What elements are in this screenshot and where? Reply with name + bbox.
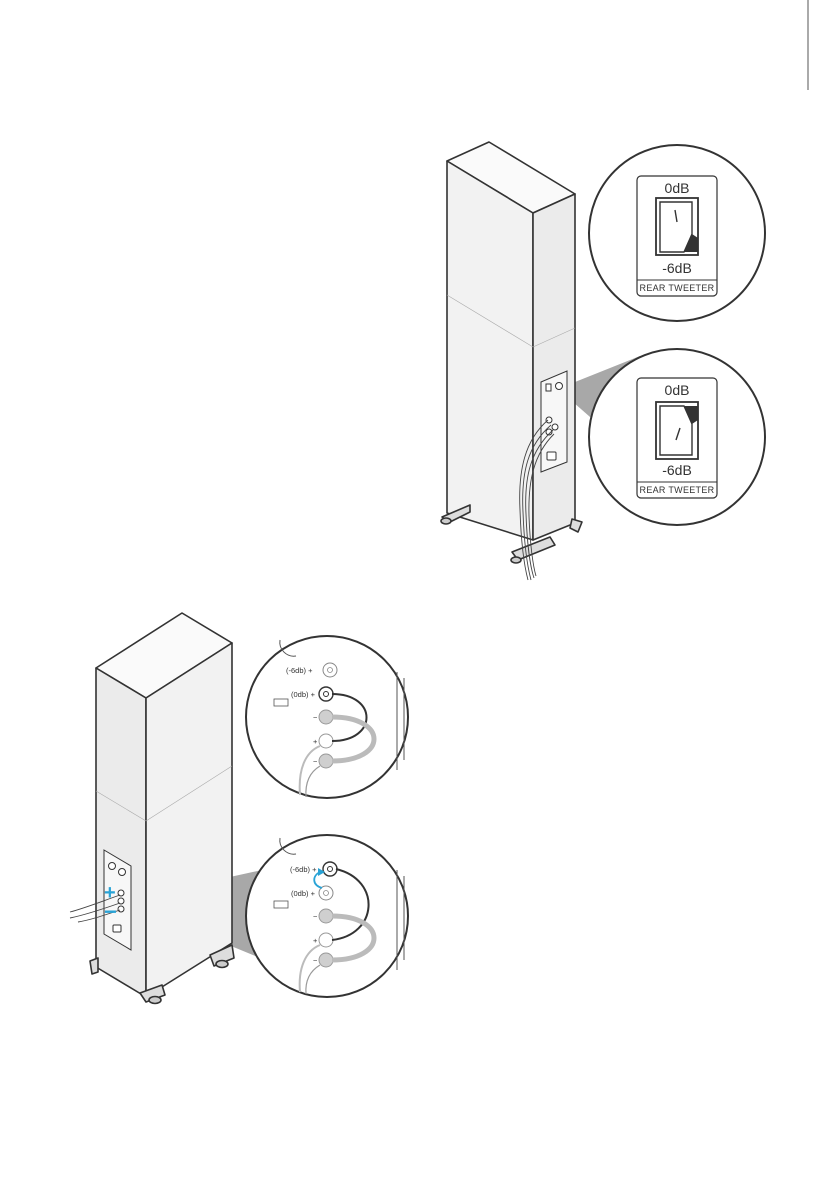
top-zoom-circle-upper: 0dB -6dB REAR TWEETER (589, 145, 765, 321)
zoom-upper-label-0db: 0dB (665, 180, 690, 196)
lower-terminal-label-minus-2: − (313, 956, 318, 965)
zoom-lower-label-minus6db: -6dB (662, 462, 692, 478)
upper-terminal-label-minus-2: − (313, 757, 318, 766)
zoom-lower-label-0db: 0dB (665, 382, 690, 398)
polarity-minus-mark: − (104, 899, 117, 924)
top-speaker-cabinet (441, 142, 582, 563)
lower-terminal-label-minus-1: − (313, 912, 318, 921)
top-terminal-plate (541, 371, 567, 472)
top-figure: 0dB -6dB REAR TWEETER 0dB -6dB REAR TWEE… (441, 142, 765, 580)
bottom-zoom-circle-lower: (-6db) + (0db) + − + − (246, 835, 408, 997)
bottom-figure: + − (-6db) + (0db) + − (70, 613, 408, 1004)
bottom-zoom-circle-upper: (-6db) + (0db) + − + − (246, 636, 408, 798)
lower-terminal-label-plus-2: + (313, 936, 318, 945)
lower-terminal-label-0db: (0db) + (291, 889, 316, 898)
bottom-speaker-cabinet (90, 613, 234, 1004)
lower-terminal-label-minus6db: (-6db) + (290, 865, 317, 874)
upper-terminal-label-minus-1: − (313, 713, 318, 722)
zoom-upper-label-minus6db: -6dB (662, 260, 692, 276)
top-zoom-circle-lower: 0dB -6dB REAR TWEETER (589, 349, 765, 525)
zoom-lower-caption: REAR TWEETER (640, 485, 715, 495)
zoom-upper-caption: REAR TWEETER (640, 283, 715, 293)
upper-terminal-label-0db: (0db) + (291, 690, 316, 699)
upper-terminal-label-minus6db: (-6db) + (286, 666, 313, 675)
upper-terminal-label-plus-2: + (313, 737, 318, 746)
